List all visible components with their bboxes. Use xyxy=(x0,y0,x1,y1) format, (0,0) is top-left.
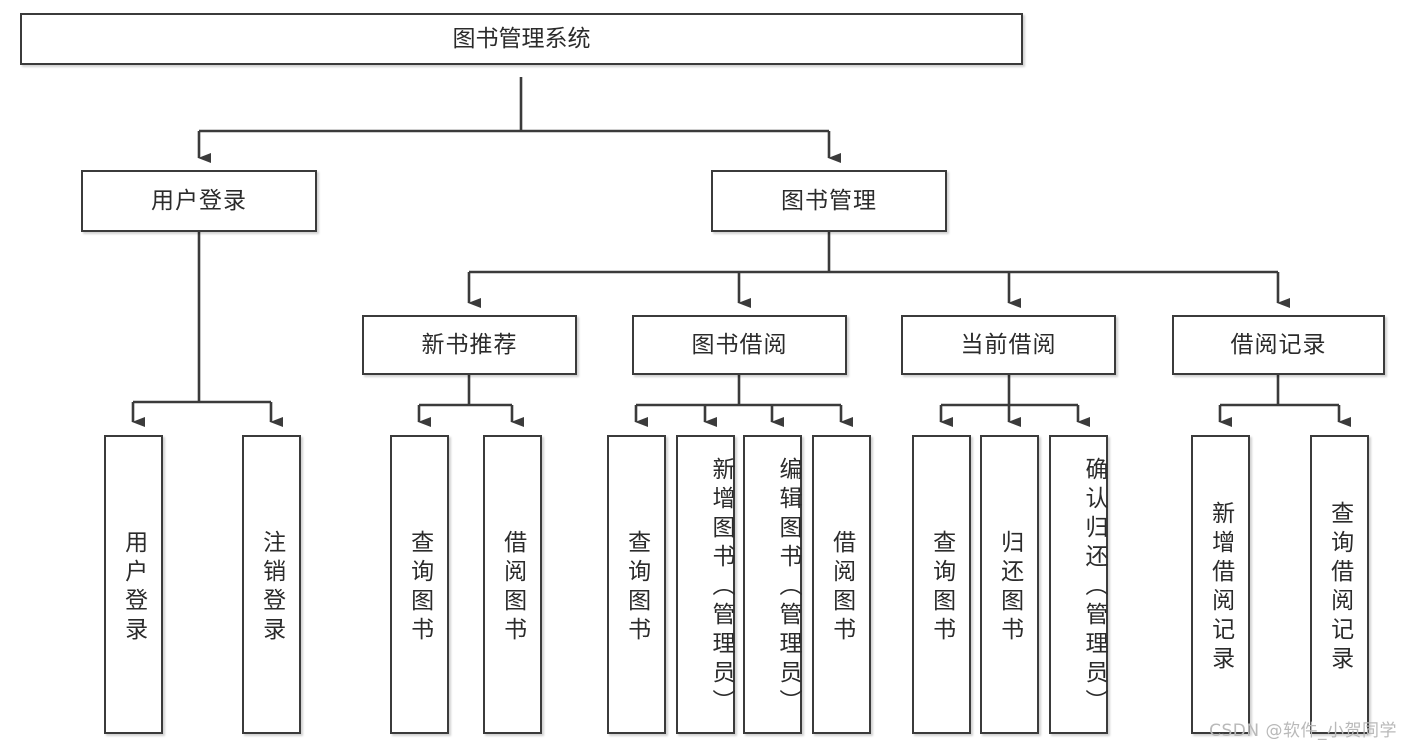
node-current-borrow[interactable]: 当前借阅 xyxy=(901,315,1116,375)
node-book-manage[interactable]: 图书管理 xyxy=(711,170,947,232)
node-book-borrow-label: 图书借阅 xyxy=(691,331,788,358)
node-root[interactable]: 图书管理系统 xyxy=(20,13,1023,65)
node-current-borrow-label: 当前借阅 xyxy=(960,331,1057,358)
leaf-add-record[interactable]: 新增借阅记录 xyxy=(1191,435,1250,734)
leaf-query-book-2[interactable]: 查询图书 xyxy=(607,435,666,734)
leaf-logout-login-label: 注销登录 xyxy=(258,529,285,646)
leaf-borrow-book-2-label: 借阅图书 xyxy=(828,529,855,646)
leaf-add-record-label: 新增借阅记录 xyxy=(1207,500,1234,675)
node-borrow-record[interactable]: 借阅记录 xyxy=(1172,315,1385,375)
leaf-edit-book-label: 编辑图书（管理员） xyxy=(775,457,801,718)
leaf-query-record[interactable]: 查询借阅记录 xyxy=(1310,435,1369,734)
leaf-return-book-label: 归还图书 xyxy=(996,529,1023,646)
node-book-borrow[interactable]: 图书借阅 xyxy=(632,315,847,375)
leaf-borrow-book-1[interactable]: 借阅图书 xyxy=(483,435,542,734)
leaf-confirm-return[interactable]: 确认归还（管理员） xyxy=(1049,435,1108,734)
leaf-add-book-label: 新增图书（管理员） xyxy=(708,457,734,718)
leaf-user-login[interactable]: 用户登录 xyxy=(104,435,163,734)
node-new-book-rec-label: 新书推荐 xyxy=(421,331,518,358)
node-user-login-label: 用户登录 xyxy=(151,187,247,214)
leaf-query-book-2-label: 查询图书 xyxy=(623,529,650,646)
node-book-manage-label: 图书管理 xyxy=(781,187,877,214)
leaf-return-book[interactable]: 归还图书 xyxy=(980,435,1039,734)
node-borrow-record-label: 借阅记录 xyxy=(1230,331,1327,358)
leaf-query-book-1-label: 查询图书 xyxy=(406,529,433,646)
node-new-book-rec[interactable]: 新书推荐 xyxy=(362,315,577,375)
leaf-borrow-book-1-label: 借阅图书 xyxy=(499,529,526,646)
leaf-add-book[interactable]: 新增图书（管理员） xyxy=(676,435,735,734)
leaf-confirm-return-label: 确认归还（管理员） xyxy=(1081,457,1107,718)
leaf-user-login-label: 用户登录 xyxy=(120,529,147,646)
leaf-query-book-3-label: 查询图书 xyxy=(928,529,955,646)
leaf-query-record-label: 查询借阅记录 xyxy=(1326,500,1353,675)
leaf-edit-book[interactable]: 编辑图书（管理员） xyxy=(743,435,802,734)
node-root-label: 图书管理系统 xyxy=(452,25,591,52)
leaf-logout-login[interactable]: 注销登录 xyxy=(242,435,301,734)
leaf-query-book-1[interactable]: 查询图书 xyxy=(390,435,449,734)
node-user-login[interactable]: 用户登录 xyxy=(81,170,317,232)
leaf-borrow-book-2[interactable]: 借阅图书 xyxy=(812,435,871,734)
leaf-query-book-3[interactable]: 查询图书 xyxy=(912,435,971,734)
